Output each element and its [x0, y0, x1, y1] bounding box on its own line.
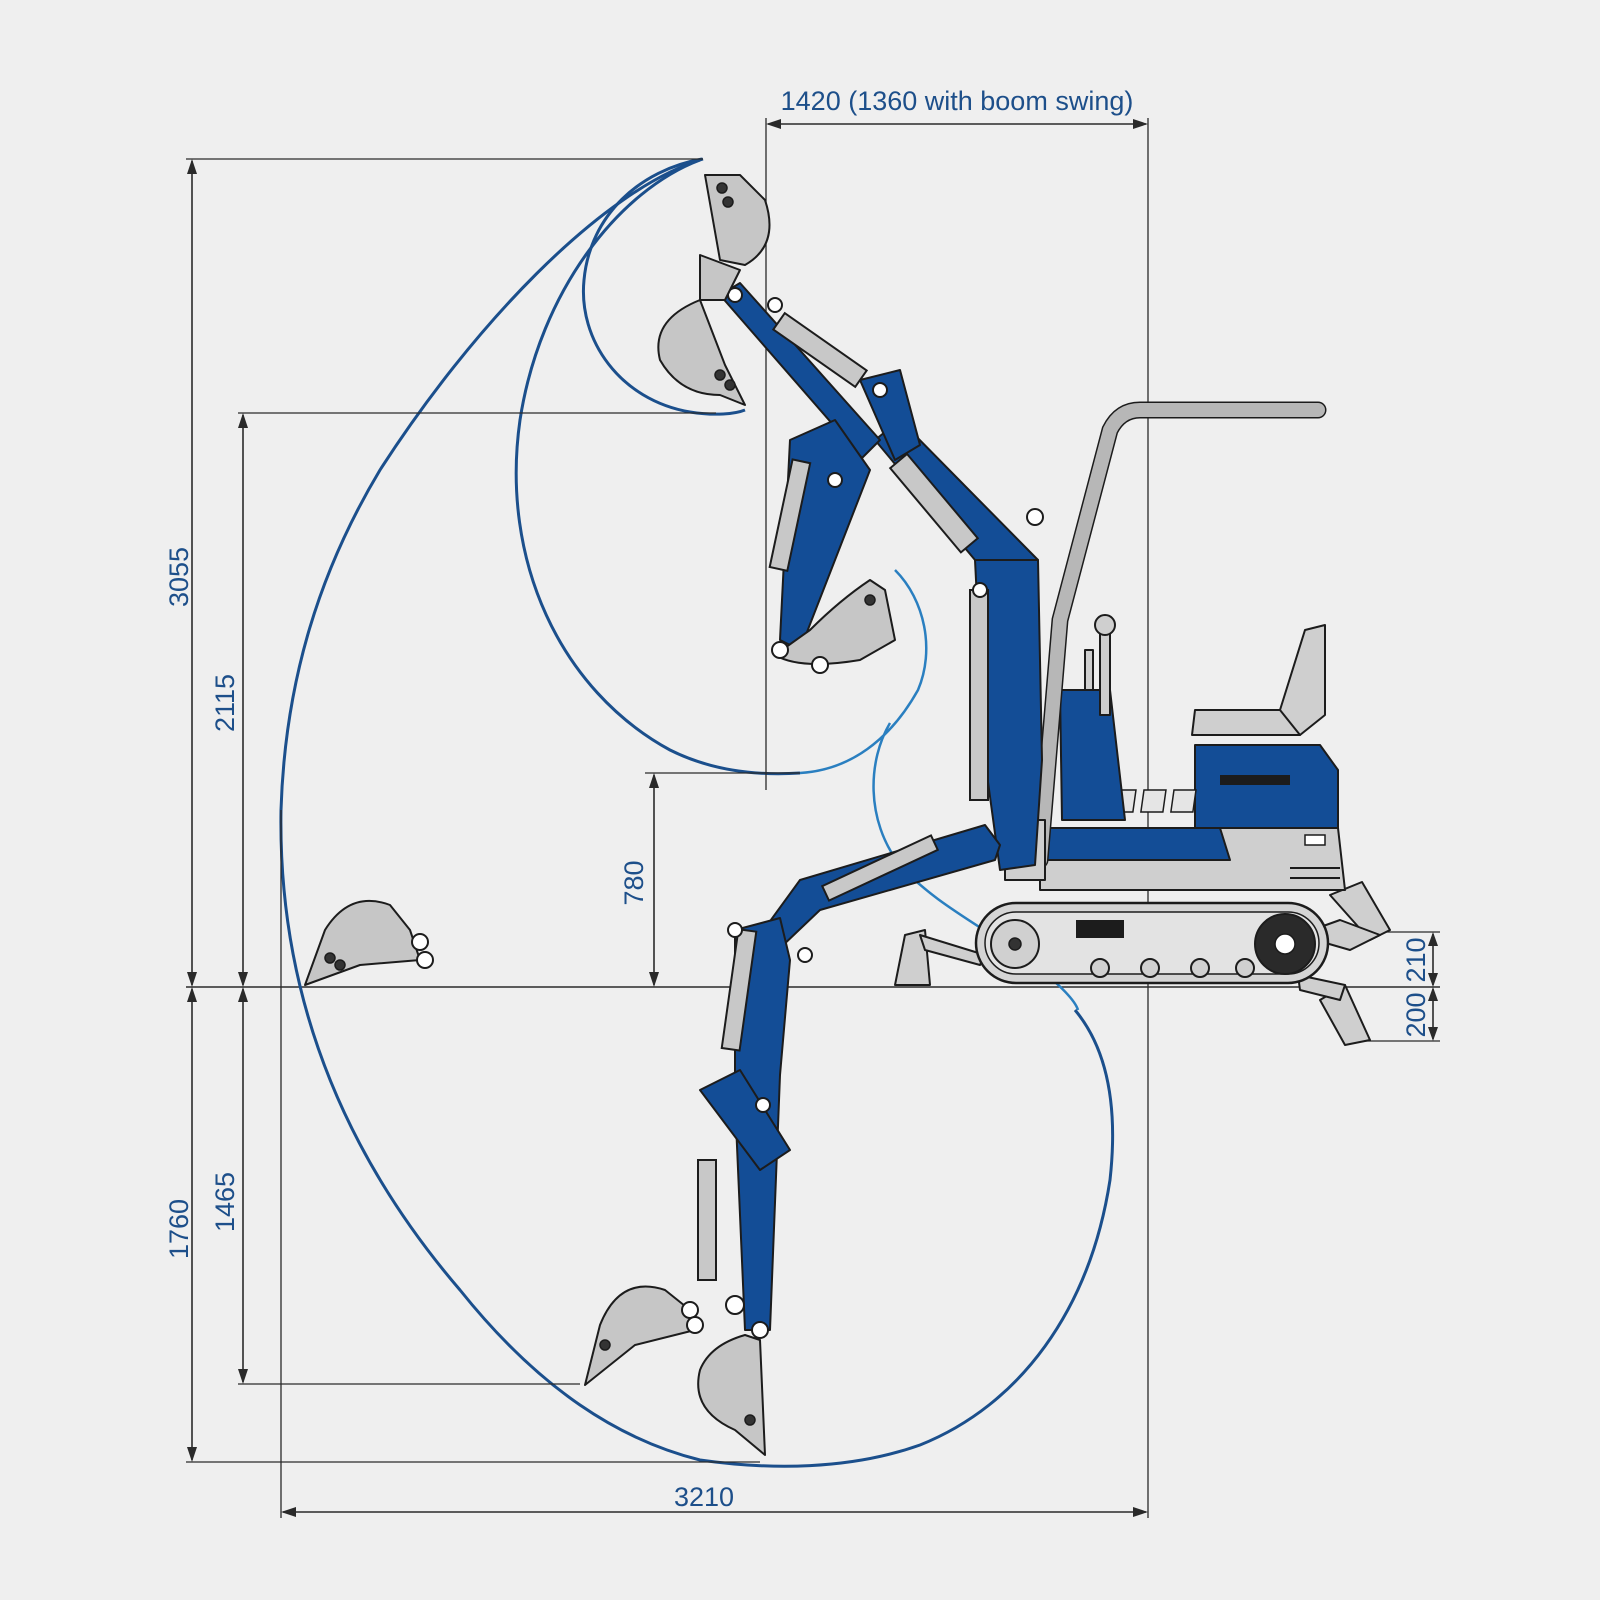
arm-raised	[719, 282, 921, 461]
upper-structure	[1039, 744, 1346, 891]
rops-frame	[1031, 401, 1327, 869]
middle-reach-curve	[514, 158, 801, 776]
dim-text-max-height: 3055	[164, 547, 194, 607]
dim-max-reach: 3210	[280, 810, 1148, 1518]
dim-text-dump-height: 2115	[210, 674, 240, 732]
dim-dig-depth: 1465	[210, 987, 580, 1385]
dim-blade: 210 200	[1350, 931, 1440, 1042]
operator-seat	[1191, 624, 1326, 736]
dim-max-depth: 1760	[164, 987, 760, 1463]
bucket-middle	[771, 579, 896, 674]
dim-top-width: 1420 (1360 with boom swing)	[765, 86, 1149, 1518]
dim-text-max-reach: 3210	[674, 1482, 734, 1512]
boom-raised	[874, 419, 1044, 871]
dim-text-max-depth: 1760	[164, 1199, 194, 1259]
dim-text-top-width: 1420 (1360 with boom swing)	[781, 86, 1134, 116]
rear-dozer	[894, 929, 986, 986]
excavator-machine	[304, 174, 1391, 1456]
control-tower	[1059, 614, 1126, 821]
dim-text-dig-depth: 1465	[210, 1172, 240, 1232]
arm-curled	[768, 419, 871, 651]
dozer-blade	[1297, 881, 1391, 1046]
engine-hood	[1194, 744, 1339, 829]
dim-text-blade-lower: 200	[1401, 992, 1431, 1037]
dim-text-blade-raise: 210	[1401, 937, 1431, 982]
dim-max-height: 3055	[164, 158, 703, 987]
bucket-ground	[304, 899, 434, 986]
outer-reach-curve	[279, 157, 1115, 1468]
bucket-top	[704, 174, 771, 266]
track-assembly	[974, 901, 1330, 985]
boom-cylinder	[969, 589, 989, 801]
dim-vertical-wall: 780	[619, 772, 800, 987]
bucket-bottom	[697, 1295, 769, 1456]
inner-reach-curve	[581, 157, 746, 416]
working-range-envelope	[279, 157, 1115, 1468]
bucket-low-left	[584, 1285, 704, 1386]
bucket-upper	[657, 254, 746, 406]
dim-text-vertical-wall: 780	[619, 860, 649, 905]
dim-dump-height: 2115	[210, 412, 716, 987]
boom-lowered	[697, 824, 1001, 1331]
